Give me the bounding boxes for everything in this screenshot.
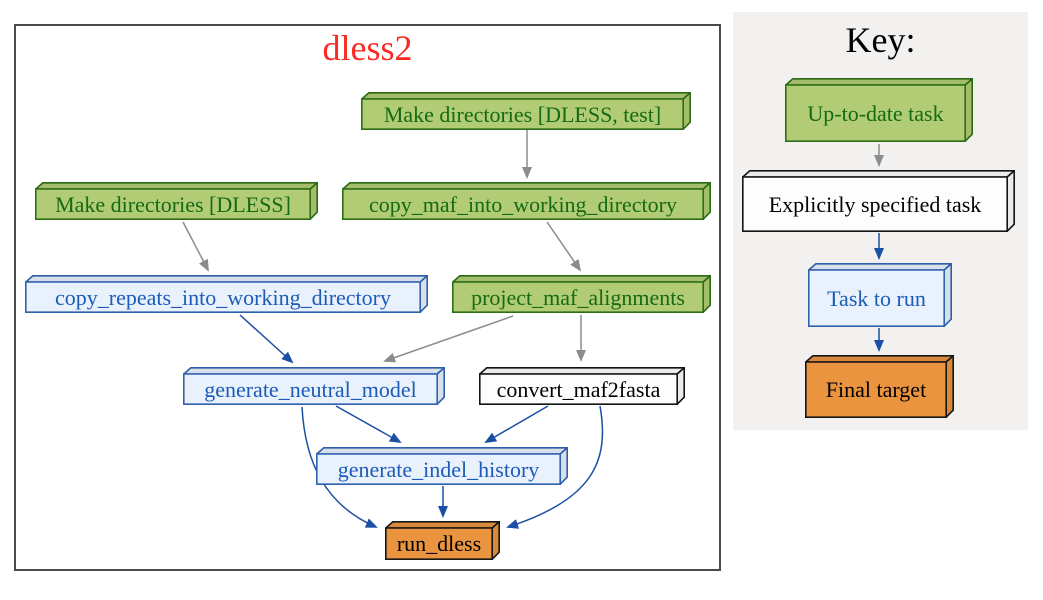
node-copy-repeats-into-working-directory: copy_repeats_into_working_directory	[25, 275, 428, 313]
node-generate-neutral-model: generate_neutral_model	[183, 367, 445, 405]
node-label: run_dless	[396, 531, 482, 556]
node-project-maf-alignments: project_maf_alignments	[452, 275, 711, 313]
edge-project-maf-to-gen-neutral	[383, 315, 514, 363]
key-item-label: Up-to-date task	[807, 100, 944, 126]
key-item-explicitly-specified-task: Explicitly specified task	[742, 170, 1015, 232]
key-item-label: Explicitly specified task	[768, 191, 982, 217]
edge-make-dirs-dless-to-copy-repeats	[182, 221, 209, 272]
node-convert-maf2fasta: convert_maf2fasta	[479, 367, 685, 405]
edge-copy-maf-to-project-maf	[546, 221, 582, 272]
key-title: Key:	[845, 20, 916, 60]
node-generate-indel-history: generate_indel_history	[316, 447, 568, 485]
node-label: generate_indel_history	[337, 456, 540, 482]
node-copy-maf-into-working-directory: copy_maf_into_working_directory	[342, 182, 711, 220]
node-make-directories-dless: Make directories [DLESS]	[35, 182, 318, 220]
edge-copy-repeats-to-gen-neutral	[239, 314, 294, 364]
graph-title: dless2	[322, 28, 413, 68]
node-make-directories-dless-test: Make directories [DLESS, test]	[361, 92, 691, 130]
key-item-final-target: Final target	[805, 355, 954, 418]
node-label: convert_maf2fasta	[496, 376, 661, 402]
node-label: project_maf_alignments	[471, 284, 685, 310]
node-label: generate_neutral_model	[204, 376, 417, 402]
key-item-task-to-run: Task to run	[808, 263, 952, 327]
edge-convert-maf2fasta-to-run-dless	[506, 405, 604, 529]
node-label: copy_repeats_into_working_directory	[54, 284, 391, 310]
node-label: Make directories [DLESS]	[55, 191, 291, 217]
key-item-label: Task to run	[827, 285, 926, 311]
edge-gen-neutral-to-gen-indel	[335, 405, 402, 443]
node-label: copy_maf_into_working_directory	[369, 191, 677, 217]
key-item-label: Final target	[825, 377, 927, 402]
key-item-up-to-date-task: Up-to-date task	[785, 78, 973, 142]
edge-convert-maf2fasta-to-gen-indel	[484, 405, 549, 444]
node-label: Make directories [DLESS, test]	[383, 101, 662, 127]
node-run-dless: run_dless	[385, 521, 500, 560]
